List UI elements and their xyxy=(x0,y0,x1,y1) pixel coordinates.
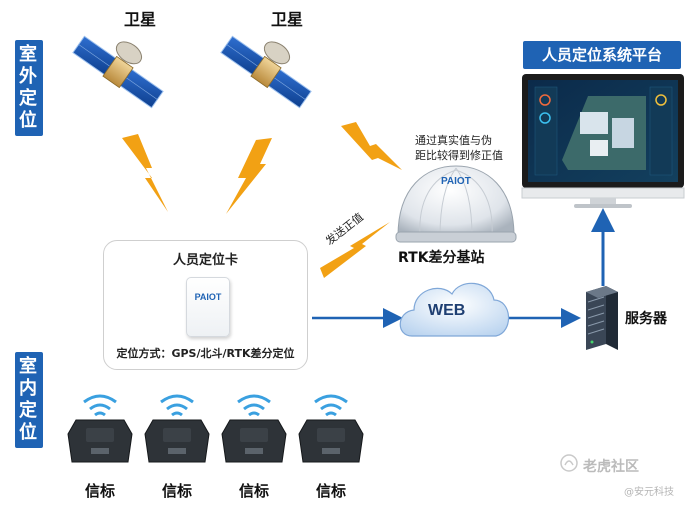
monitor-icon xyxy=(521,74,685,208)
satellite-label-2: 卫星 xyxy=(271,10,304,29)
satellite-label-1: 卫星 xyxy=(124,10,157,29)
positioning-card-device: PAIOT xyxy=(186,277,230,337)
indoor-positioning-label: 室内定位 xyxy=(15,352,43,448)
beacon-icon-4 xyxy=(298,394,364,463)
satellite-icon-2 xyxy=(220,35,312,109)
lightning-icon-3 xyxy=(341,122,402,170)
beacon-icon-2 xyxy=(144,394,210,463)
platform-title: 人员定位系统平台 xyxy=(523,41,681,69)
rtk-note-line-2: 距比较得到修正值 xyxy=(415,149,503,162)
device-logo: PAIOT xyxy=(194,292,222,302)
rtk-note: 通过真实值与伪 距比较得到修正值 xyxy=(415,133,503,163)
web-label: WEB xyxy=(428,302,466,319)
lightning-icon-1 xyxy=(122,134,168,212)
beacon-icon-1 xyxy=(67,394,133,463)
server-label: 服务器 xyxy=(625,311,667,327)
positioning-method: 定位方式：GPS/北斗/RTK差分定位 xyxy=(116,347,295,360)
personnel-card-box: 人员定位卡 PAIOT 定位方式：GPS/北斗/RTK差分定位 xyxy=(103,240,308,370)
satellite-icon-1 xyxy=(72,35,164,109)
beacon-icon-3 xyxy=(221,394,287,463)
lightning-icon-4 xyxy=(320,222,390,278)
beacon-label-2: 信标 xyxy=(161,482,192,500)
cloud-icon xyxy=(399,282,510,337)
watermark-logo-icon xyxy=(560,454,578,472)
lightning-icon-2 xyxy=(226,138,272,214)
watermark-subtext: @安元科技 xyxy=(624,487,674,498)
server-icon xyxy=(586,286,618,350)
watermark-text: 老虎社区 xyxy=(583,459,639,475)
rtk-logo: PAIOT xyxy=(441,176,471,187)
rtk-base-station-label: RTK差分基站 xyxy=(398,250,485,266)
rtk-base-station-icon xyxy=(395,165,517,243)
beacon-label-1: 信标 xyxy=(84,482,115,500)
rtk-note-line-1: 通过真实值与伪 xyxy=(415,134,492,147)
personnel-card-title: 人员定位卡 xyxy=(172,253,238,268)
beacon-label-4: 信标 xyxy=(315,482,346,500)
beacon-label-3: 信标 xyxy=(238,482,269,500)
outdoor-positioning-label: 室外定位 xyxy=(15,40,43,136)
